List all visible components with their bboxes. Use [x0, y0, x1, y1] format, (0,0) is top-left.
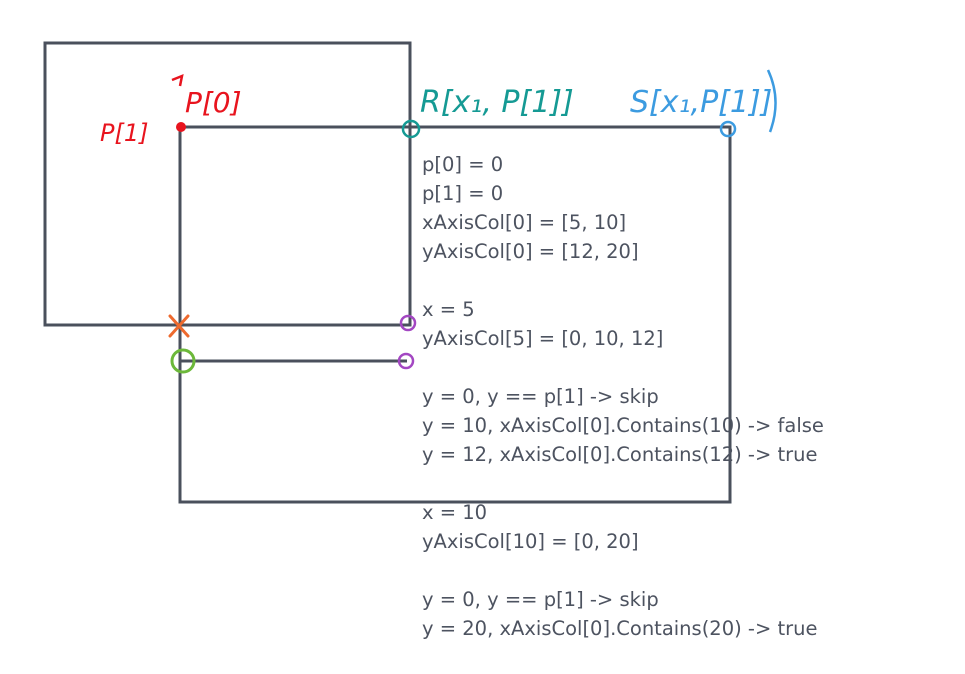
- code-line: y = 0, y == p[1] -> skip: [422, 588, 659, 611]
- p0-arrow-tick: [171, 73, 184, 87]
- label-s: S[x₁,P[1]]: [630, 85, 772, 120]
- code-line: xAxisCol[0] = [5, 10]: [422, 211, 626, 234]
- code-line: y = 0, y == p[1] -> skip: [422, 385, 659, 408]
- code-line: y = 12, xAxisCol[0].Contains(12) -> true: [422, 443, 818, 466]
- purple-circle-upper: [399, 314, 417, 332]
- code-line: yAxisCol[0] = [12, 20]: [422, 240, 639, 263]
- label-p0: P[0]: [185, 86, 242, 119]
- top-left-rectangle: [43, 41, 412, 327]
- code-line: y = 20, xAxisCol[0].Contains(20) -> true: [422, 617, 818, 640]
- code-line: x = 10: [422, 501, 487, 524]
- code-line: yAxisCol[10] = [0, 20]: [422, 530, 639, 553]
- code-line: yAxisCol[5] = [0, 10, 12]: [422, 327, 663, 350]
- orange-x-mark: [168, 314, 190, 338]
- green-circle: [170, 348, 196, 374]
- code-line: x = 5: [422, 298, 475, 321]
- code-line: y = 10, xAxisCol[0].Contains(10) -> fals…: [422, 414, 824, 437]
- code-line: p[0] = 0: [422, 153, 503, 176]
- purple-circle-lower: [397, 352, 415, 370]
- label-p1: P[1]: [100, 119, 148, 147]
- large-rectangle: [178, 125, 732, 504]
- point-p1-dot: [176, 122, 186, 132]
- point-s-circle: [719, 120, 737, 138]
- label-r: R[x₁, P[1]]: [420, 85, 574, 120]
- code-text-block: p[0] = 0 p[1] = 0 xAxisCol[0] = [5, 10] …: [422, 153, 824, 640]
- point-r-circle: [401, 119, 421, 139]
- s-bracket-mark: [766, 69, 777, 133]
- code-line: p[1] = 0: [422, 182, 503, 205]
